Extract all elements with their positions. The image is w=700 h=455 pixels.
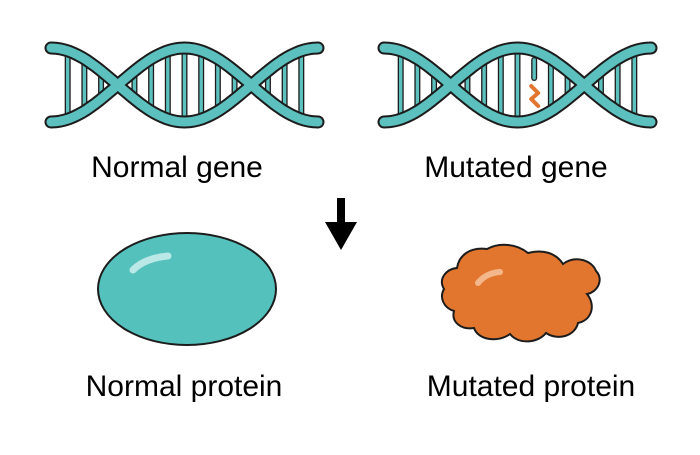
mutated-gene-label: Mutated gene bbox=[424, 151, 608, 184]
normal-gene-dna-icon bbox=[44, 41, 325, 129]
normal-protein-icon bbox=[97, 232, 277, 346]
mutated-protein-label: Mutated protein bbox=[426, 370, 636, 403]
arrow-down-icon bbox=[325, 198, 357, 250]
mutated-protein-icon bbox=[440, 243, 601, 343]
normal-protein-label: Normal protein bbox=[85, 370, 283, 403]
mutated-gene-dna-icon bbox=[377, 41, 658, 129]
normal-gene-label: Normal gene bbox=[91, 151, 263, 184]
mutation-marker-icon bbox=[529, 84, 541, 108]
